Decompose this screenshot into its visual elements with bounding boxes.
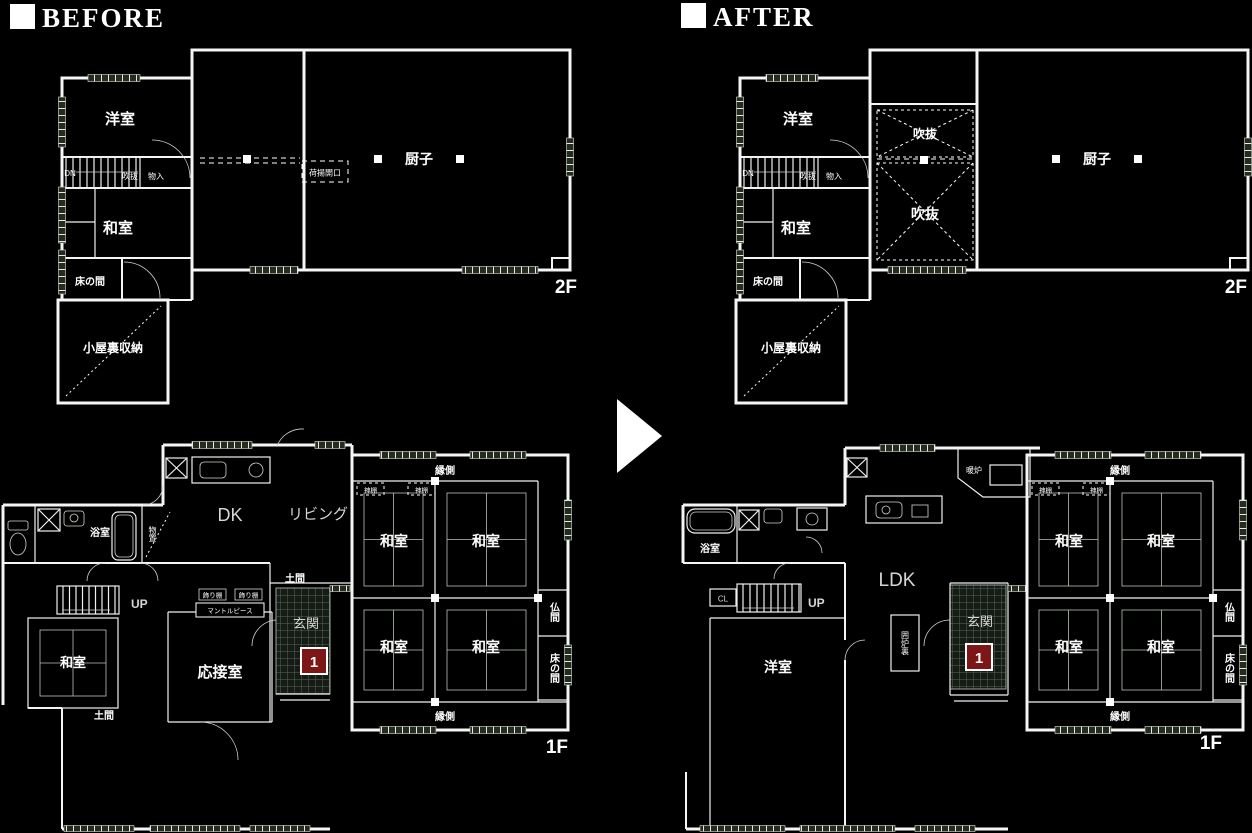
before-1f-utility [7, 505, 171, 582]
stairs-up-label: UP [808, 596, 825, 610]
shelf-label-right: 飾り棚 [239, 591, 259, 600]
after-1f-plan: 1 浴室 [681, 444, 1247, 832]
before-1f-stairs [56, 585, 120, 615]
room-label-koyaura: 小屋裏収納 [761, 340, 821, 355]
irori-label: 囲炉裏 [901, 631, 910, 656]
after-entrance-badge: 1 [965, 643, 993, 671]
floor-label-2f: 2F [1225, 277, 1247, 298]
room-label-washitsu: 和室 [781, 219, 811, 237]
after-title: AFTER [713, 2, 815, 32]
mantle-label: マントルピース [207, 607, 252, 615]
room-label-washitsu-sw: 和室 [380, 639, 408, 655]
room-label-washitsu-sw: 和室 [1055, 639, 1083, 655]
room-label-washitsu-nw: 和室 [380, 533, 408, 549]
room-label-washitsu: 和室 [103, 219, 133, 237]
room-label-koyaura: 小屋裏収納 [83, 340, 143, 355]
closet-cl-label: CL [718, 595, 729, 604]
room-label-washitsu-ne: 和室 [1147, 533, 1175, 549]
irori-box [890, 614, 920, 672]
before-2f-stairs [65, 156, 141, 189]
stairs-up-label: UP [131, 597, 148, 611]
stairs-dn-label: DN [742, 169, 754, 178]
room-label-washitsu-se: 和室 [1147, 639, 1175, 655]
room-label-bath: 浴室 [90, 526, 110, 539]
room-label-ldk: LDK [879, 570, 916, 591]
kamidana-label-2: 神棚 [1090, 486, 1104, 495]
engawa-bottom-label: 縁側 [435, 710, 455, 723]
floor-label-2f: 2F [555, 277, 577, 298]
void-upper-label: 吹抜 [913, 126, 938, 141]
stairs-dn-label: DN [64, 169, 76, 178]
room-label-monooki: 物置 [148, 525, 157, 542]
after-1f-entrance [923, 582, 1028, 702]
room-label-genkan: 玄関 [293, 616, 319, 631]
before-title: BEFORE [42, 3, 165, 33]
before-1f-kitchen [165, 456, 271, 484]
doma-label: 土間 [94, 709, 114, 722]
room-label-osetsu: 応接室 [197, 663, 242, 681]
after-2f-plan: 洋室 DN 吹抜 物入 和室 床の間 小屋裏収納 吹抜 吹抜 厨子 2F [734, 48, 1252, 405]
fireplace-label: 暖炉 [966, 465, 982, 475]
after-header: AFTER [681, 2, 815, 32]
kamidana-label-2: 神棚 [415, 486, 429, 495]
stair-void-label: 吹抜 [122, 171, 138, 181]
before-1f-reception [167, 588, 273, 761]
before-1f-entrance [251, 585, 351, 701]
engawa-top-label: 縁側 [435, 464, 455, 477]
after-1f-tatami-block [1025, 451, 1247, 734]
room-label-washitsu-se: 和室 [472, 639, 500, 655]
before-header: BEFORE [10, 3, 165, 33]
after-2f-void-upper [876, 109, 974, 158]
room-label-washitsu-small: 和室 [60, 655, 86, 670]
stair-void-label: 吹抜 [800, 171, 816, 181]
kamidana-label-1: 神棚 [364, 486, 378, 495]
room-label-tokonoma: 床の間 [75, 275, 105, 288]
void-lower-label: 吹抜 [911, 206, 940, 222]
before-marker-square [10, 4, 35, 29]
room-label-yoshitsu: 洋室 [783, 110, 813, 128]
floor-label-1f: 1F [1200, 733, 1222, 754]
room-label-dk: DK [217, 505, 242, 525]
room-label-zushi: 厨子 [405, 151, 433, 167]
after-1f-stairs [736, 583, 802, 613]
engawa-top-label: 縁側 [1110, 464, 1130, 477]
before-2f-plan: 洋室 DN 吹抜 物入 和室 床の間 小屋裏収納 厨子 荷揚開口 2F [56, 48, 577, 405]
room-label-yoshitsu: 洋室 [105, 110, 135, 128]
after-1f-kitchen [846, 457, 943, 524]
room-label-tokonoma: 床の間 [753, 275, 783, 288]
room-label-butsuma: 仏間 [1223, 602, 1235, 623]
before-1f-tatami-block [350, 451, 572, 734]
badge-number: 1 [310, 654, 318, 671]
room-label-washitsu-ne: 和室 [472, 533, 500, 549]
room-label-tokonoma-1f: 床の間 [1223, 652, 1235, 684]
badge-number: 1 [975, 650, 983, 667]
closet-label: 物入 [826, 171, 842, 181]
before-entrance-badge: 1 [300, 647, 328, 675]
room-label-yoshitsu: 洋室 [764, 659, 792, 675]
room-label-living: リビング [288, 506, 348, 523]
room-label-washitsu-nw: 和室 [1055, 533, 1083, 549]
kamidana-label-1: 神棚 [1039, 486, 1053, 495]
lift-hatch-label: 荷揚開口 [309, 168, 341, 178]
room-label-zushi: 厨子 [1083, 151, 1111, 167]
room-label-tokonoma-1f: 床の間 [548, 652, 560, 684]
room-label-butsuma: 仏間 [548, 602, 560, 623]
shelf-label-left: 飾り棚 [203, 591, 223, 600]
closet-label: 物入 [148, 171, 164, 181]
doma-top-label: 土間 [285, 572, 305, 585]
room-label-genkan: 玄関 [967, 614, 993, 629]
engawa-bottom-label: 縁側 [1110, 710, 1130, 723]
after-marker-square [681, 3, 706, 28]
arrow-icon [617, 399, 662, 473]
after-1f-utility [686, 505, 828, 580]
floor-label-1f: 1F [546, 737, 568, 758]
before-1f-plan: 1 DK リビング 浴室 物置 UP [1, 428, 572, 832]
room-label-bath: 浴室 [700, 542, 720, 555]
after-2f-stairs [743, 156, 819, 189]
